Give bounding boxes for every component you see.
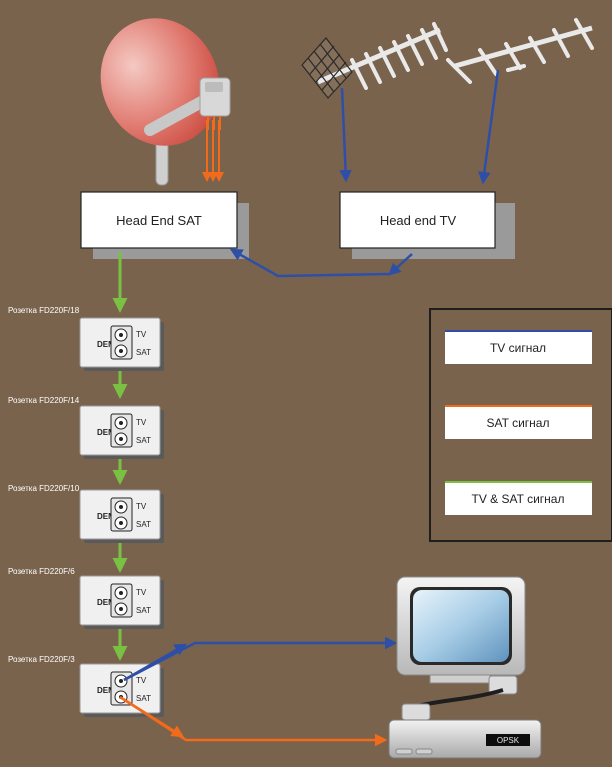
sat-port-label: SAT [136, 606, 151, 615]
brand-logo: DEMIX [97, 340, 123, 349]
sat-port-label: SAT [136, 436, 151, 445]
tv-port-label: TV [136, 676, 147, 685]
outlet-label: Розетка FD220F/10 [8, 484, 80, 493]
headend-sat-label: Head End SAT [116, 213, 202, 228]
sat-signal-arrows [202, 120, 224, 182]
outlet-label: Розетка FD220F/3 [8, 655, 75, 664]
legend-item-tv: TV сигнал [445, 330, 592, 364]
sat-port-label: SAT [136, 694, 151, 703]
outlet-group: Розетка FD220F/18 DEMIX TV SAT Розетка F… [8, 306, 164, 717]
headend-tv-label: Head end TV [380, 213, 457, 228]
legend: TV сигнал SAT сигнал TV & SAT сигнал [429, 308, 612, 542]
brand-logo: DEMIX [97, 686, 123, 695]
legend-label-tv: TV сигнал [490, 341, 546, 355]
legend-item-both: TV & SAT сигнал [445, 481, 592, 515]
tv-port-label: TV [136, 502, 147, 511]
satellite-receiver-icon: OPSK [388, 719, 542, 759]
outlet-3: Розетка FD220F/3 DEMIX TV SAT [8, 655, 164, 717]
television-icon [396, 576, 526, 721]
headend-tv-box: Head end TV [339, 191, 515, 259]
tv-port-label: TV [136, 588, 147, 597]
outlet-label: Розетка FD220F/18 [8, 306, 80, 315]
outlet-14: Розетка FD220F/14 DEMIX TV SAT [8, 396, 164, 459]
sat-port-label: SAT [136, 520, 151, 529]
tv-antenna-icon [301, 22, 448, 99]
tv-port-label: TV [136, 330, 147, 339]
outlet-output-arrows [119, 636, 398, 747]
legend-label-sat: SAT сигнал [487, 416, 550, 430]
receiver-display: OPSK [497, 736, 520, 745]
legend-label-both: TV & SAT сигнал [472, 492, 565, 506]
sat-port-label: SAT [136, 348, 151, 357]
tv-signal-arrows [229, 69, 500, 278]
outlet-18: Розетка FD220F/18 DEMIX TV SAT [8, 306, 164, 371]
brand-logo: DEMIX [97, 598, 123, 607]
satellite-dish-icon [100, 18, 231, 186]
brand-logo: DEMIX [97, 428, 123, 437]
outlet-6: Розетка FD220F/6 DEMIX TV SAT [8, 567, 164, 629]
headend-sat-box: Head End SAT [80, 191, 249, 259]
outlet-label: Розетка FD220F/14 [8, 396, 80, 405]
tv-antenna-icon [446, 18, 594, 84]
legend-item-sat: SAT сигнал [445, 405, 592, 439]
outlet-label: Розетка FD220F/6 [8, 567, 75, 576]
brand-logo: DEMIX [97, 512, 123, 521]
tv-port-label: TV [136, 418, 147, 427]
outlet-10: Розетка FD220F/10 DEMIX TV SAT [8, 484, 164, 543]
